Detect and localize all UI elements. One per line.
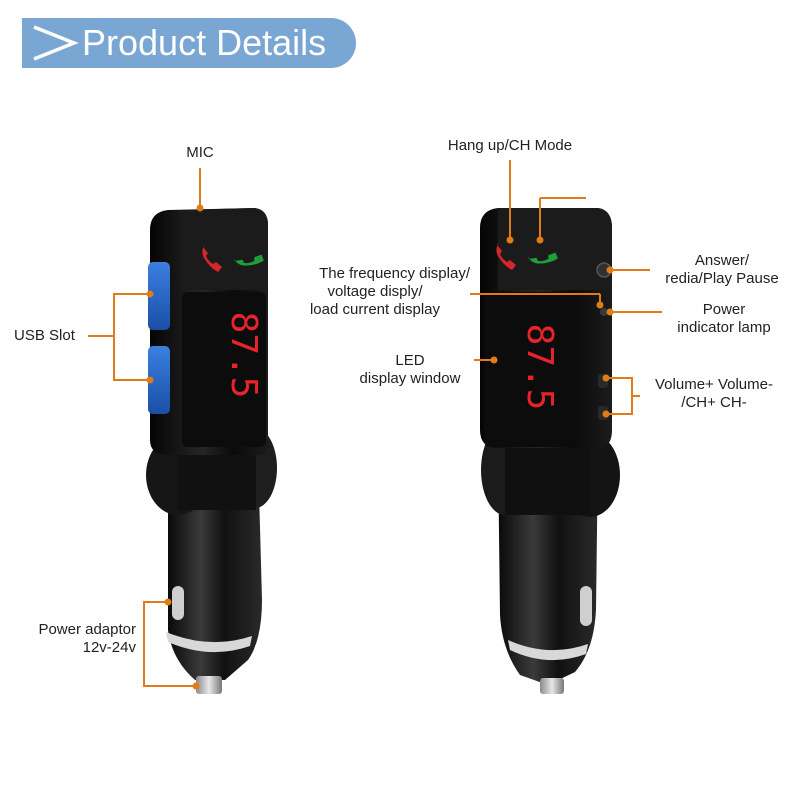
right-display-reading: 87.5 — [519, 324, 560, 411]
right-plug-tip — [540, 678, 564, 694]
left-display-reading: 87.5 — [223, 312, 264, 399]
callout-lines — [88, 160, 662, 687]
right-plug-side-contact — [580, 586, 592, 626]
right-answer-phone-icon — [527, 252, 558, 264]
right-hangup-phone-icon — [496, 242, 516, 270]
label-volume: Volume+ Volume- /CH+ CH- — [655, 376, 773, 411]
page-title: Product Details — [82, 22, 327, 63]
left-head-top — [180, 208, 268, 290]
product-details-banner: Product Details — [22, 18, 356, 68]
left-plug-ring — [166, 632, 252, 653]
left-display-panel — [182, 292, 266, 447]
right-plug-ring — [508, 640, 588, 661]
left-usb-port-2 — [148, 346, 170, 414]
label-usb-slot: USB Slot — [14, 327, 75, 344]
label-led-display: LED display window — [359, 352, 461, 387]
right-display-panel — [484, 292, 576, 447]
right-swivel-core — [505, 435, 591, 515]
callout-dots — [146, 204, 614, 690]
hangup-phone-icon — [202, 244, 222, 272]
label-hangup: Hang up/CH Mode — [447, 137, 573, 154]
label-mic: MIC — [186, 144, 214, 161]
label-power-adaptor: Power adaptor 12v-24v — [38, 621, 136, 656]
power-indicator-lamp — [600, 308, 608, 316]
chevron-right-icon — [33, 25, 79, 61]
answer-phone-icon — [233, 254, 264, 266]
label-answer: Answer/ redia/Play Pause — [665, 252, 779, 287]
label-frequency-display: The frequency display/ voltage disply/ l… — [309, 265, 470, 318]
label-power-lamp: Power indicator lamp — [677, 301, 771, 336]
left-device: 87.5 — [146, 208, 277, 694]
left-plug-side-contact — [172, 586, 184, 620]
right-head-top — [498, 208, 612, 290]
left-usb-port-1 — [148, 262, 170, 330]
right-device: 87.5 — [480, 208, 620, 694]
left-plug-tip — [196, 676, 222, 694]
